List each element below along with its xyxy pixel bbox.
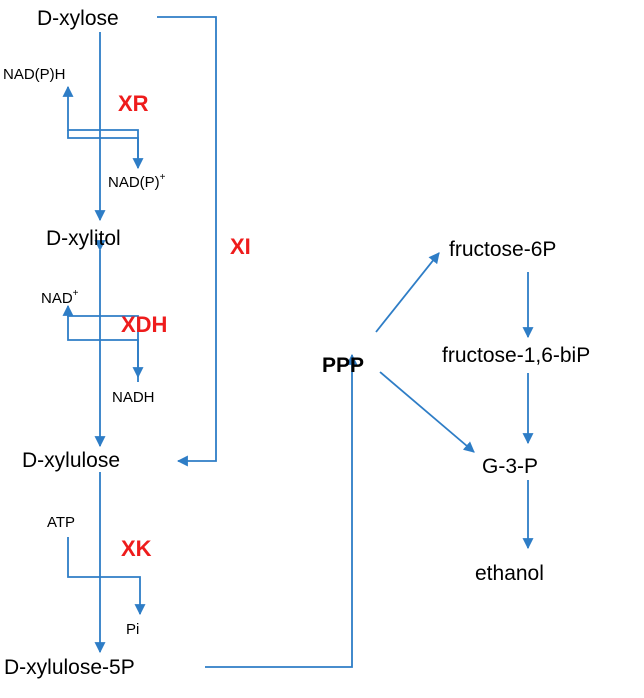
node-ppp: PPP — [322, 354, 364, 377]
arrow-xr-to-nadp — [67, 130, 144, 170]
arrow-ppp-to-g3p — [379, 371, 475, 453]
cofactor-nadp-plus: NAD(P)+ — [108, 172, 166, 191]
enzyme-xdh: XDH — [121, 312, 167, 337]
cofactor-pi: Pi — [126, 621, 139, 638]
pathway-arrows — [62, 16, 534, 668]
node-d-xylitol: D-xylitol — [46, 227, 121, 250]
node-g-3-p: G-3-P — [482, 455, 538, 478]
arrow-xdh-to-nadh — [67, 316, 144, 379]
node-d-xylulose: D-xylulose — [22, 449, 120, 472]
node-ethanol: ethanol — [475, 562, 544, 585]
cofactor-nadph: NAD(P)H — [3, 66, 66, 83]
node-fructose-6p: fructose-6P — [449, 238, 556, 261]
enzyme-xi: XI — [230, 234, 251, 259]
cofactor-nadh: NADH — [112, 389, 155, 406]
cofactor-atp: ATP — [47, 514, 75, 531]
node-d-xylulose-5p: D-xylulose-5P — [4, 656, 135, 679]
cofactor-nad-plus: NAD+ — [41, 288, 79, 307]
enzyme-xk: XK — [121, 536, 152, 561]
node-fructose-1-6-bip: fructose-1,6-biP — [442, 344, 590, 367]
arrow-xi-xylose-to-xylulose — [157, 16, 217, 467]
arrow-xylulose5p-to-ppp — [205, 353, 358, 668]
node-d-xylose: D-xylose — [37, 7, 119, 30]
enzyme-xr: XR — [118, 91, 149, 116]
arrow-ppp-to-fructose6p — [375, 252, 440, 333]
arrow-xk-atp-to-pi — [67, 537, 146, 616]
